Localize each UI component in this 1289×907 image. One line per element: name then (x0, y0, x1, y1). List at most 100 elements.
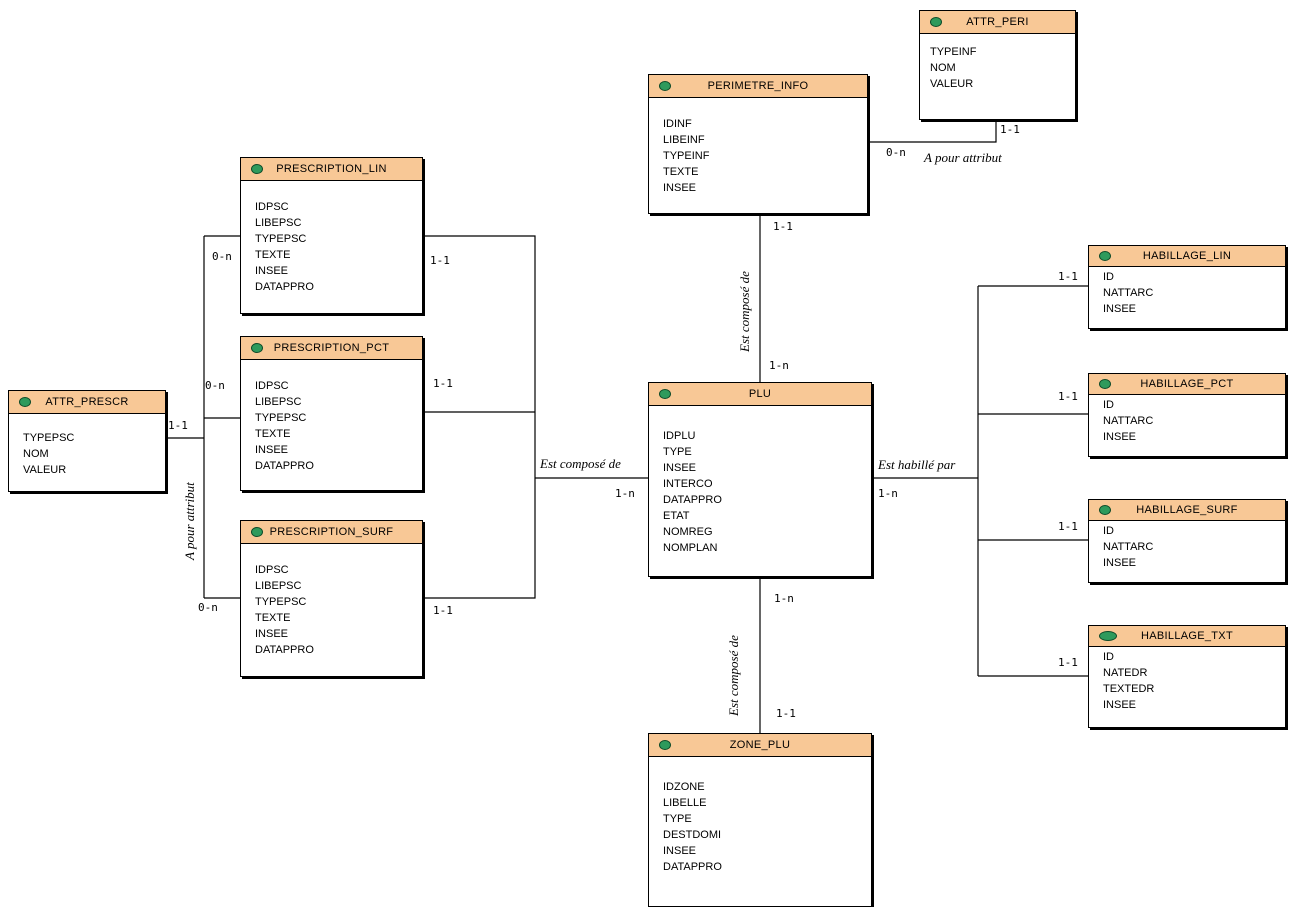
entity-title: ATTR_PERI (966, 16, 1029, 28)
attribute: TEXTE (255, 428, 291, 440)
attribute: VALEUR (930, 78, 974, 90)
attribute: NOM (930, 62, 956, 74)
relation-label-attr-prescr: A pour attribut (182, 482, 197, 560)
entity-icon (659, 740, 671, 750)
cardinality: 1-1 (776, 707, 796, 720)
attribute: TYPEPSC (255, 233, 307, 245)
cardinality: 1-1 (773, 220, 793, 233)
attribute: IDZONE (663, 781, 705, 793)
entity-title: PRESCRIPTION_SURF (269, 526, 394, 538)
link-perimetre-attr-peri (866, 120, 997, 143)
relation-label-attr-peri: A pour attribut (924, 150, 1002, 165)
attribute: TYPEPSC (255, 412, 307, 424)
entity-prescription-surf[interactable]: PRESCRIPTION_SURF IDPSC LIBEPSC TYPEPSC … (240, 520, 423, 677)
entity-icon (1099, 379, 1111, 389)
attribute: IDPSC (255, 201, 289, 213)
entity-icon (930, 17, 942, 27)
cardinality: 1-n (769, 359, 789, 372)
link-presc-lin (421, 235, 536, 478)
attribute: TYPE (663, 446, 692, 458)
entity-icon (19, 397, 31, 407)
cardinality: 0-n (198, 601, 218, 614)
entity-habillage-pct[interactable]: HABILLAGE_PCT ID NATTARC INSEE (1088, 373, 1286, 457)
attribute: INSEE (255, 265, 289, 277)
attribute: IDPLU (663, 430, 696, 442)
entity-habillage-lin[interactable]: HABILLAGE_LIN ID NATTARC INSEE (1088, 245, 1286, 329)
cardinality: 1-n (878, 487, 898, 500)
attribute: NOMPLAN (663, 542, 718, 554)
entity-prescription-pct[interactable]: PRESCRIPTION_PCT IDPSC LIBEPSC TYPEPSC T… (240, 336, 423, 491)
relation-label-perimetre-plu: Est composé de (737, 271, 752, 352)
entity-title: HABILLAGE_SURF (1136, 504, 1238, 516)
attribute: INSEE (663, 182, 697, 194)
attribute: IDPSC (255, 564, 289, 576)
attribute: TEXTEDR (1103, 683, 1155, 695)
attribute: INSEE (1103, 431, 1137, 443)
attribute: LIBEINF (663, 134, 705, 146)
attribute: INSEE (255, 628, 289, 640)
attribute: ID (1103, 651, 1114, 663)
cardinality: 1-1 (1058, 270, 1078, 283)
cardinality: 1-1 (1058, 656, 1078, 669)
entity-perimetre-info[interactable]: PERIMETRE_INFO IDINF LIBEINF TYPEINF TEX… (648, 74, 868, 214)
attribute: DATAPPRO (255, 644, 314, 656)
link-presc-surf (421, 478, 536, 599)
cardinality: 1-1 (1058, 390, 1078, 403)
attribute: NOMREG (663, 526, 713, 538)
entity-title: HABILLAGE_LIN (1142, 250, 1232, 262)
entity-attr-peri[interactable]: ATTR_PERI TYPEINF NOM VALEUR (919, 10, 1076, 120)
entity-title: PRESCRIPTION_LIN (276, 163, 387, 175)
attribute: NATTARC (1103, 415, 1154, 427)
entity-habillage-txt[interactable]: HABILLAGE_TXT ID NATEDR TEXTEDR INSEE (1088, 625, 1286, 728)
relation-label-prescriptions-plu: Est composé de (540, 456, 621, 471)
relation-label-plu-habillage: Est habillé par (878, 457, 956, 472)
cardinality: 1-1 (1058, 520, 1078, 533)
attribute: INSEE (255, 444, 289, 456)
attribute: INSEE (1103, 557, 1137, 569)
attribute: IDINF (663, 118, 692, 130)
cardinality: 1-n (615, 487, 635, 500)
entity-title: PLU (748, 388, 772, 400)
attribute: NATEDR (1103, 667, 1148, 679)
attribute: INSEE (663, 462, 697, 474)
entity-icon (251, 343, 263, 353)
attribute: DATAPPRO (255, 281, 314, 293)
entity-icon (1099, 631, 1117, 641)
entity-habillage-surf[interactable]: HABILLAGE_SURF ID NATTARC INSEE (1088, 499, 1286, 583)
attribute: TYPEINF (930, 46, 977, 58)
attribute: INSEE (663, 845, 697, 857)
attribute: DESTDOMI (663, 829, 722, 841)
entity-zone-plu[interactable]: ZONE_PLU IDZONE LIBELLE TYPE DESTDOMI IN… (648, 733, 872, 907)
attribute: TYPEINF (663, 150, 710, 162)
entity-title: HABILLAGE_TXT (1141, 630, 1233, 642)
cardinality: 0-n (205, 379, 225, 392)
attribute: LIBEPSC (255, 396, 302, 408)
attribute: DATAPPRO (255, 460, 314, 472)
cardinality: 1-1 (430, 254, 450, 267)
attribute: DATAPPRO (663, 861, 722, 873)
cardinality: 1-1 (168, 419, 188, 432)
entity-title: PERIMETRE_INFO (707, 80, 809, 92)
attribute: NOM (23, 448, 49, 460)
entity-title: PRESCRIPTION_PCT (273, 342, 390, 354)
cardinality: 0-n (212, 250, 232, 263)
attribute: LIBELLE (663, 797, 707, 809)
attribute: TYPEPSC (23, 432, 75, 444)
entity-plu[interactable]: PLU IDPLU TYPE INSEE INTERCO DATAPPRO ET… (648, 382, 872, 577)
attribute: INSEE (1103, 699, 1137, 711)
entity-icon (1099, 505, 1111, 515)
attribute: TEXTE (255, 249, 291, 261)
attribute: TEXTE (663, 166, 699, 178)
attribute: NATTARC (1103, 541, 1154, 553)
cardinality: 0-n (886, 146, 906, 159)
attribute: TEXTE (255, 612, 291, 624)
attribute: ID (1103, 271, 1114, 283)
entity-prescription-lin[interactable]: PRESCRIPTION_LIN IDPSC LIBEPSC TYPEPSC T… (240, 157, 423, 314)
attribute: INSEE (1103, 303, 1137, 315)
entity-attr-prescr[interactable]: ATTR_PRESCR TYPEPSC NOM VALEUR (8, 390, 166, 492)
entity-title: ZONE_PLU (729, 739, 791, 751)
attribute: NATTARC (1103, 287, 1154, 299)
entity-title: ATTR_PRESCR (45, 396, 129, 408)
cardinality: 1-1 (1000, 123, 1020, 136)
